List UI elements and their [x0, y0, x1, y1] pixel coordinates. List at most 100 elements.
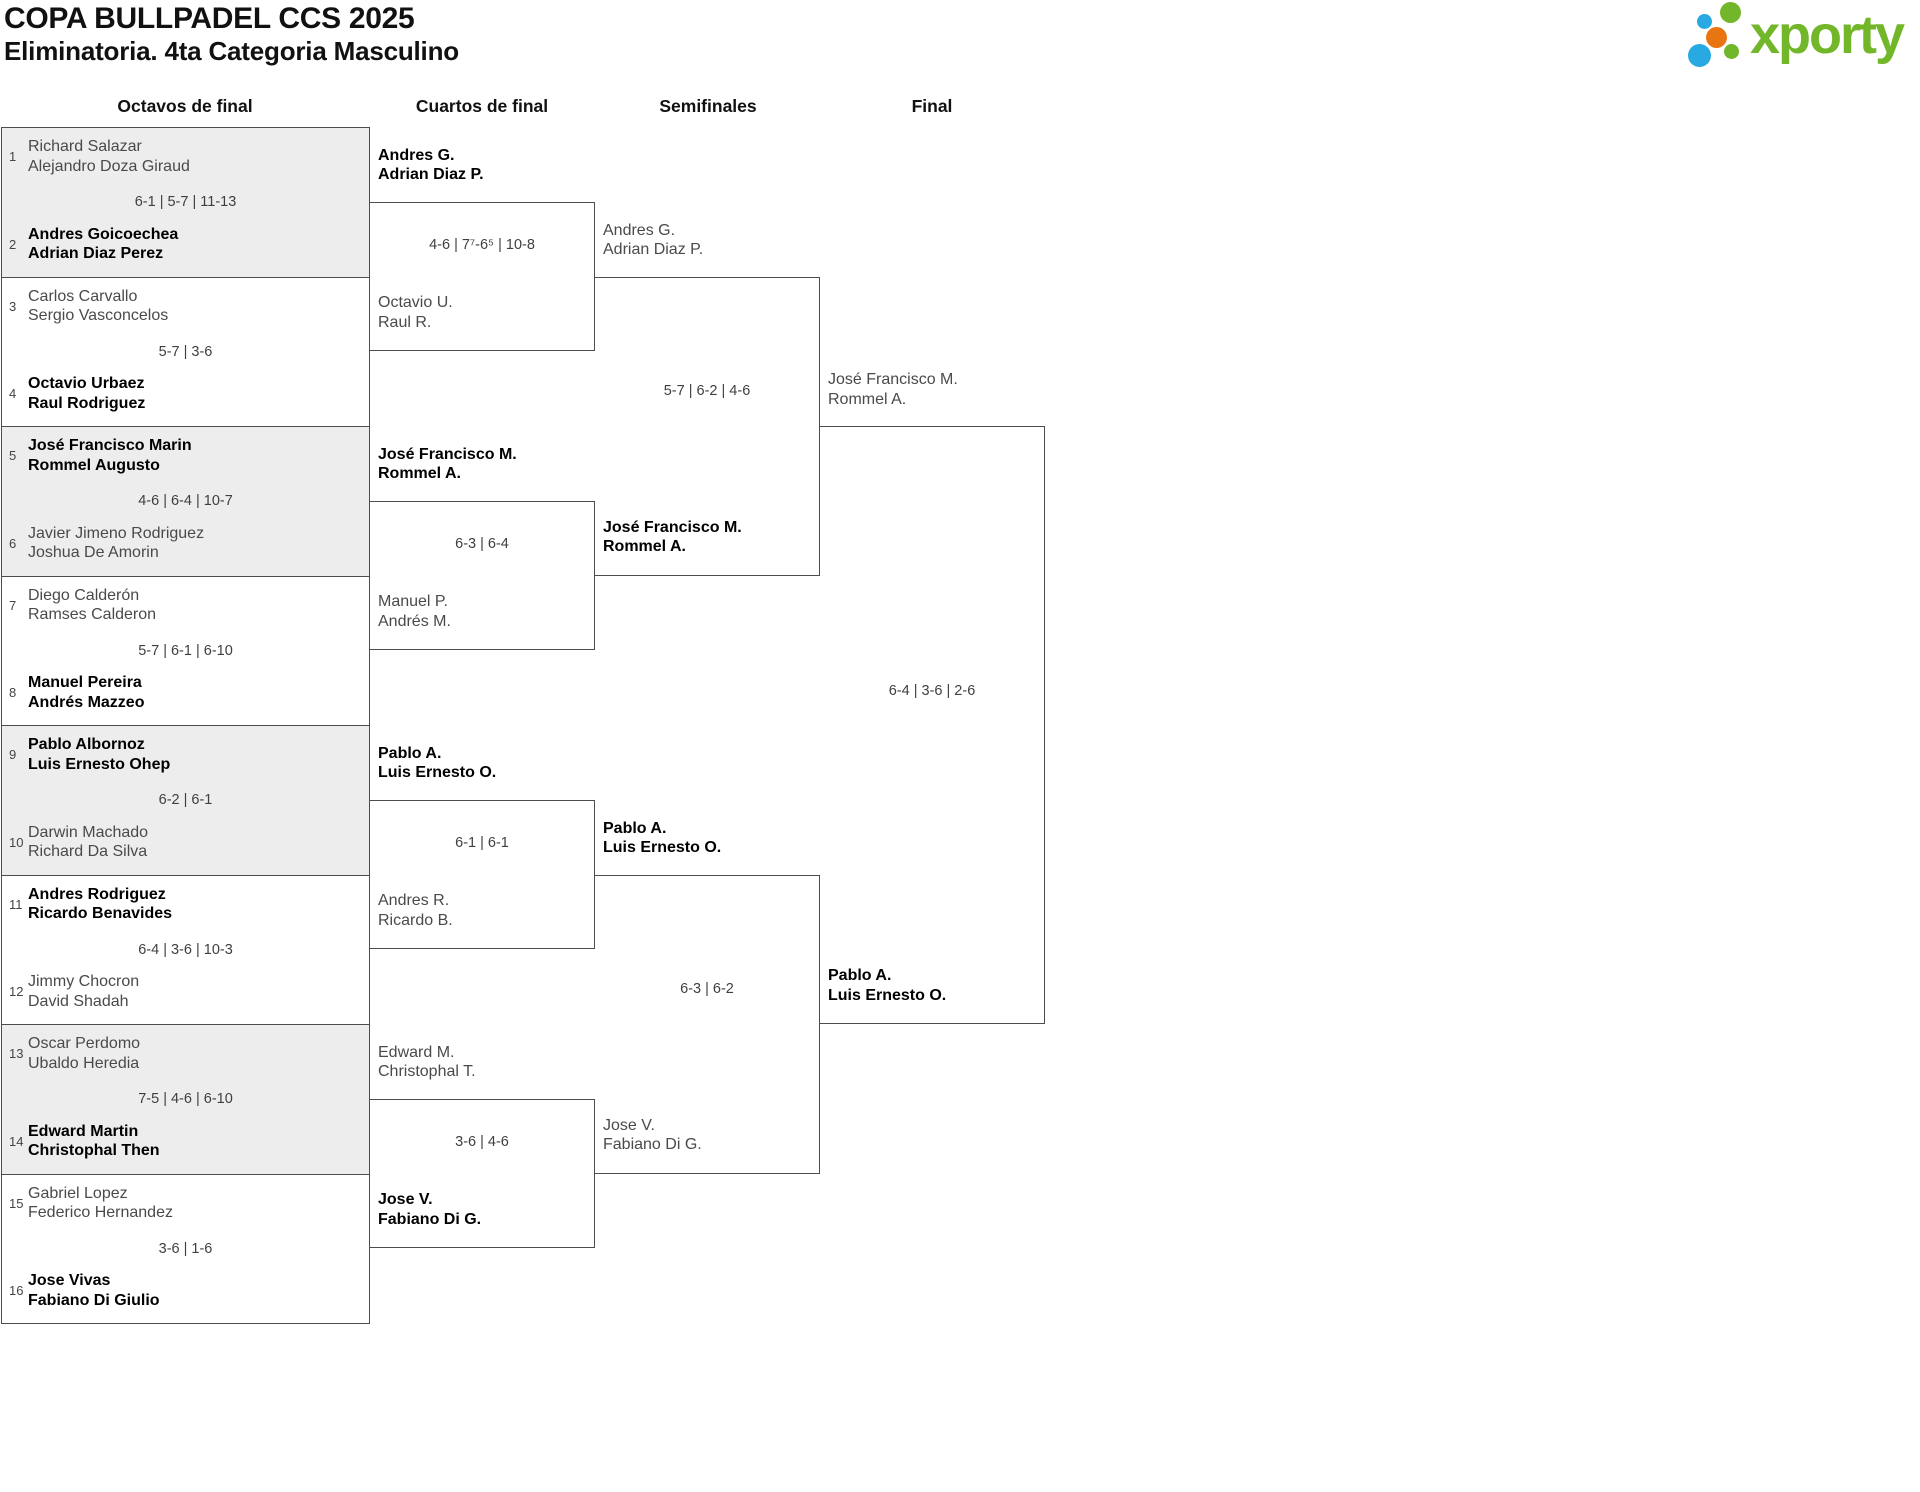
advancing-team-top: Edward M. Christophal T. — [378, 1043, 476, 1082]
seed-number: 6 — [9, 535, 17, 551]
team-players: Javier Jimeno Rodriguez Joshua De Amorin — [28, 524, 204, 563]
player-name: Rommel A. — [828, 390, 907, 408]
team-players: Manuel Pereira Andrés Mazzeo — [28, 673, 144, 712]
player-name: Gabriel Lopez — [28, 1184, 128, 1202]
player-name: Luis Ernesto O. — [828, 986, 947, 1004]
team-players: Oscar Perdomo Ubaldo Heredia — [28, 1034, 140, 1073]
match-score: 6-2 | 6-1 — [158, 792, 213, 809]
seed-number: 15 — [9, 1195, 24, 1211]
seed-number: 7 — [9, 597, 17, 613]
team-players: Andres Rodriguez Ricardo Benavides — [28, 885, 172, 924]
seed-number: 11 — [9, 896, 23, 912]
match-score: 7-5 | 4-6 | 6-10 — [138, 1091, 233, 1108]
player-name: Andres G. — [603, 221, 676, 239]
advancing-team-top: Andres G. Adrian Diaz P. — [378, 146, 484, 185]
team-players: Gabriel Lopez Federico Hernandez — [28, 1184, 173, 1223]
player-name: Adrian Diaz P. — [603, 241, 704, 258]
player-name: Raul R. — [378, 313, 432, 331]
advancing-team-bottom: Pablo A. Luis Ernesto O. — [828, 966, 946, 1005]
player-name: Pablo A. — [828, 967, 892, 984]
player-name: Rommel A. — [603, 538, 686, 555]
player-name: Darwin Machado — [28, 823, 149, 841]
player-name: Octavio U. — [378, 294, 453, 312]
player-name: Ricardo Benavides — [28, 905, 173, 922]
player-name: Luis Ernesto Ohep — [28, 755, 171, 773]
seed-number: 8 — [9, 685, 17, 700]
player-name: Sergio Vasconcelos — [28, 307, 169, 324]
player-name: Joshua De Amorin — [28, 544, 159, 561]
team-entry-top: 15 Gabriel Lopez Federico Hernandez — [2, 1184, 369, 1223]
octavos-match-1: 1 Richard Salazar Alejandro Doza Giraud … — [2, 128, 369, 278]
team-players: Pablo Albornoz Luis Ernesto Ohep — [28, 735, 170, 774]
seed-number: 3 — [9, 298, 17, 314]
player-name: Alejandro Doza Giraud — [28, 157, 190, 175]
team-entry-top: 7 Diego Calderón Ramses Calderon — [2, 586, 369, 625]
player-name: Fabiano Di G. — [378, 1210, 482, 1228]
team-entry-bottom: 8 Manuel Pereira Andrés Mazzeo — [2, 673, 369, 712]
team-entry-top: 13 Oscar Perdomo Ubaldo Heredia — [2, 1034, 369, 1073]
player-name: Andrés Mazzeo — [28, 693, 145, 711]
advancing-team-bottom: Jose V. Fabiano Di G. — [378, 1190, 481, 1229]
page-title: COPA BULLPADEL CCS 2025 — [4, 2, 415, 35]
logo-dot-orange — [1706, 27, 1727, 48]
seed-number: 4 — [9, 386, 17, 401]
page-subtitle: Eliminatoria. 4ta Categoria Masculino — [4, 36, 459, 66]
team-players: José Francisco Marin Rommel Augusto — [28, 436, 192, 475]
octavos-match-7: 13 Oscar Perdomo Ubaldo Heredia 7-5 | 4-… — [2, 1025, 369, 1175]
player-name: Andres Goicoechea — [28, 225, 179, 243]
player-name: Pablo A. — [603, 819, 667, 837]
advancing-team-bottom: Jose V. Fabiano Di G. — [603, 1116, 702, 1155]
player-name: Pablo Albornoz — [28, 736, 145, 753]
cuartos-match-3: Pablo A. Luis Ernesto O. 6-1 | 6-1 Andre… — [370, 745, 595, 950]
logo-dot-blue-small — [1697, 14, 1712, 29]
player-name: Jose V. — [378, 1191, 433, 1209]
team-players: Andres Goicoechea Adrian Diaz Perez — [28, 225, 178, 264]
team-entry-bottom: 14 Edward Martin Christophal Then — [2, 1122, 369, 1161]
octavos-match-2: 3 Carlos Carvallo Sergio Vasconcelos 5-7… — [2, 278, 369, 427]
cuartos-match-4: Edward M. Christophal T. 3-6 | 4-6 Jose … — [370, 1044, 595, 1249]
player-name: Oscar Perdomo — [28, 1035, 141, 1052]
xporty-logo[interactable]: xporty — [1686, 0, 1920, 76]
match-score: 6-4 | 3-6 | 10-3 — [138, 941, 233, 958]
match-score: 5-7 | 6-2 | 4-6 — [663, 382, 751, 399]
player-name: José Francisco M. — [828, 371, 958, 388]
advancing-team-top: José Francisco M. Rommel A. — [378, 445, 517, 484]
player-name: Luis Ernesto O. — [603, 839, 722, 856]
player-name: Jose V. — [603, 1116, 655, 1134]
seed-number: 16 — [9, 1283, 24, 1298]
team-players: Richard Salazar Alejandro Doza Giraud — [28, 137, 190, 176]
advancing-team-bottom: José Francisco M. Rommel A. — [603, 518, 742, 557]
advancing-team-top: Pablo A. Luis Ernesto O. — [603, 819, 721, 858]
seed-number: 1 — [9, 149, 17, 164]
player-name: Fabiano Di Giulio — [28, 1291, 160, 1309]
octavos-match-6: 11 Andres Rodriguez Ricardo Benavides 6-… — [2, 876, 369, 1025]
player-name: Fabiano Di G. — [603, 1136, 702, 1153]
player-name: Jimmy Chocron — [28, 973, 140, 990]
logo-dot-green-large — [1720, 2, 1741, 23]
player-name: Diego Calderón — [28, 586, 140, 604]
final-match: José Francisco M. Rommel A. 6-4 | 3-6 | … — [820, 371, 1045, 1024]
player-name: Manuel Pereira — [28, 674, 142, 691]
player-name: Pablo A. — [378, 744, 442, 762]
player-name: Octavio Urbaez — [28, 375, 145, 392]
octavos-match-4: 7 Diego Calderón Ramses Calderon 5-7 | 6… — [2, 577, 369, 726]
team-entry-top: 11 Andres Rodriguez Ricardo Benavides — [2, 885, 369, 924]
seed-number: 2 — [9, 236, 17, 252]
advancing-team-bottom: Manuel P. Andrés M. — [378, 592, 451, 631]
seed-number: 13 — [9, 1046, 24, 1061]
seed-number: 10 — [9, 834, 24, 850]
team-players: Darwin Machado Richard Da Silva — [28, 823, 148, 862]
seed-number: 12 — [9, 984, 24, 999]
octavos-match-5: 9 Pablo Albornoz Luis Ernesto Ohep 6-2 |… — [2, 726, 369, 876]
player-name: Andres Rodriguez — [28, 885, 166, 903]
player-name: Andres G. — [378, 146, 455, 164]
player-name: José Francisco M. — [603, 518, 742, 536]
advancing-team-bottom: Andres R. Ricardo B. — [378, 891, 453, 930]
team-entry-top: 1 Richard Salazar Alejandro Doza Giraud — [2, 137, 369, 176]
match-score: 6-1 | 6-1 — [455, 834, 509, 851]
team-players: Octavio Urbaez Raul Rodriguez — [28, 374, 145, 413]
seed-number: 5 — [9, 448, 17, 463]
octavos-match-8: 15 Gabriel Lopez Federico Hernandez 3-6 … — [2, 1175, 369, 1324]
player-name: José Francisco M. — [378, 445, 517, 463]
player-name: Adrian Diaz P. — [378, 166, 484, 184]
